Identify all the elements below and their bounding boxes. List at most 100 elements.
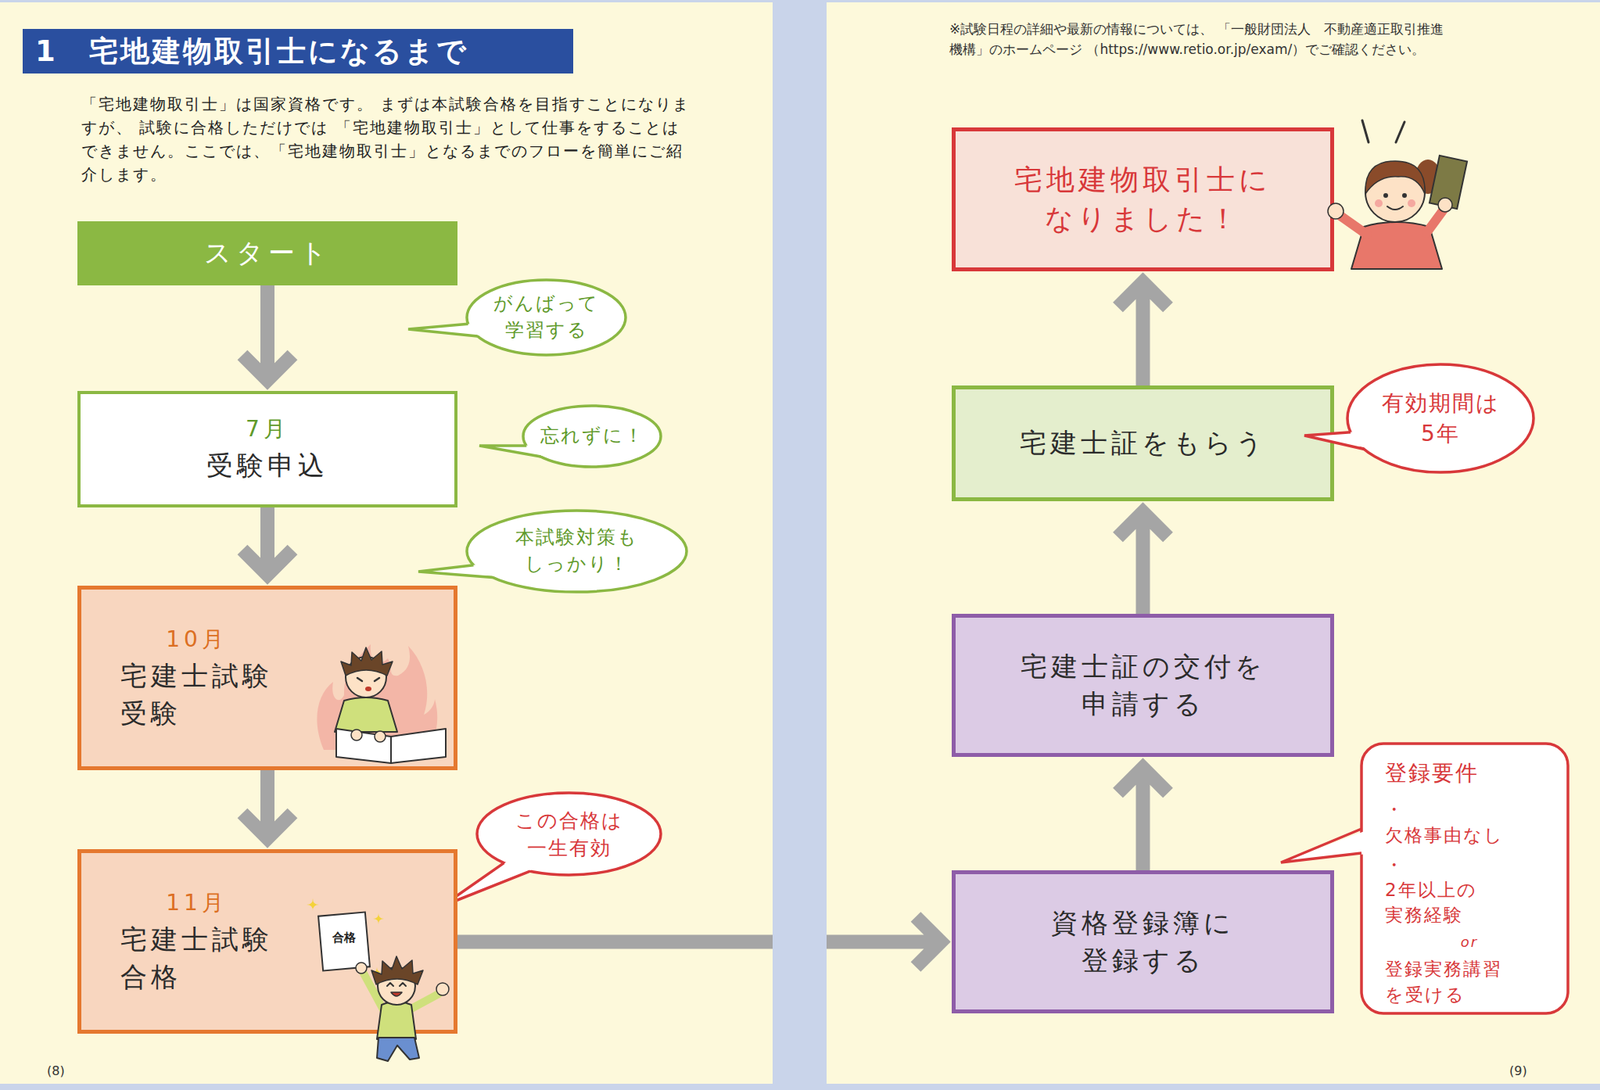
shirt — [334, 697, 398, 732]
page-number: (8) — [46, 1063, 94, 1079]
node-text: 有効期間は 5年 — [1381, 387, 1500, 449]
hair — [371, 956, 424, 985]
title-bar: 1 宅地建物取引士になるまで — [22, 28, 574, 74]
text-column: 11月宅建士試験 合格 — [120, 887, 273, 996]
node-content: スタート — [77, 221, 458, 286]
step-box: 資格登録簿に 登録する — [951, 870, 1335, 1014]
node-content: 宅建士証の交付を 申請する — [955, 617, 1331, 754]
flow-arrow — [457, 917, 941, 968]
eye — [387, 982, 394, 987]
speech-bubble: 忘れずに！ — [520, 403, 664, 470]
woman-illustration — [955, 131, 964, 140]
studying-boy-illustration — [81, 589, 90, 598]
node-content: 有効期間は 5年 — [1345, 362, 1536, 475]
pants — [376, 1037, 420, 1062]
bubble-outline — [466, 279, 626, 356]
bubble-outline — [1361, 743, 1568, 1014]
node-content: 忘れずに！ — [520, 403, 664, 470]
eye — [1383, 193, 1389, 198]
waving-hand — [1327, 203, 1344, 219]
hair — [340, 647, 393, 676]
emphasis-mark — [1395, 121, 1405, 143]
paper-text: 合格 — [324, 930, 364, 945]
passing-boy-illustration — [81, 853, 90, 861]
certificate-paper — [318, 912, 370, 972]
flow-arrow — [242, 285, 293, 381]
bubble-outline — [1347, 364, 1534, 473]
step-box: 宅建士証をもらう — [951, 385, 1335, 502]
bubble-outline — [477, 792, 661, 876]
node-content: 宅建士証をもらう — [955, 389, 1331, 498]
node-text: ・2年以上の 実務経験 — [1384, 852, 1478, 929]
heading-text: 10月 — [165, 624, 228, 655]
hand — [351, 729, 363, 741]
fist — [436, 982, 449, 996]
node-text: この合格は 一生有効 — [515, 807, 624, 862]
cheek — [1374, 199, 1383, 208]
arm — [1426, 209, 1444, 234]
heading-text: 11月 — [165, 887, 228, 919]
speech-bubble: 本試験対策も しっかり！ — [464, 508, 689, 595]
node-text: 資格登録簿に 登録する — [1051, 904, 1235, 980]
bubble-outline — [523, 405, 661, 467]
node-content: この合格は 一生有効 — [474, 790, 664, 878]
bubble-tail — [418, 565, 493, 578]
speech-bubble: がんばって 学習する — [464, 277, 628, 358]
heading-text: 7月 — [245, 413, 290, 445]
smile — [1387, 206, 1403, 210]
title-text: 1 宅地建物取引士になるまで — [35, 32, 469, 72]
node-content: 本試験対策も しっかり！ — [464, 508, 689, 595]
node-content: 11月宅建士試験 合格 — [81, 853, 454, 1030]
sparkle — [373, 913, 384, 925]
node-text: 本試験対策も しっかり！ — [515, 524, 639, 578]
bubble-shape — [464, 508, 689, 595]
eye — [399, 982, 406, 987]
bubble-tail — [1304, 432, 1365, 450]
node-text: 登録実務講習 を受ける — [1384, 956, 1503, 1007]
node-text: 宅建士試験 合格 — [120, 921, 273, 996]
arm — [409, 993, 439, 1010]
node-content: 登録要件・欠格事由なし・2年以上の 実務経験or登録実務講習 を受ける — [1359, 742, 1570, 1023]
book-spine — [390, 736, 392, 764]
node-text: 受験申込 — [206, 447, 329, 485]
sparkle — [306, 898, 320, 912]
cheek — [1407, 199, 1416, 208]
eye — [374, 678, 380, 682]
step-box: 宅建士証の交付を 申請する — [951, 613, 1335, 757]
page-gutter — [772, 0, 827, 1090]
node-text: 宅建士証をもらう — [1019, 424, 1267, 463]
hair — [1365, 161, 1425, 194]
eye — [1402, 193, 1407, 198]
node-text: or — [1460, 932, 1479, 952]
node-content: 10月宅建士試験 受験 — [81, 589, 454, 767]
node-content: 7月受験申込 — [80, 394, 455, 505]
flow-arrow — [242, 770, 293, 839]
node-text: 宅建士試験 受験 — [120, 657, 273, 732]
bubble-tail — [1280, 828, 1362, 863]
flow-arrow — [242, 507, 293, 575]
speech-bubble: 有効期間は 5年 — [1345, 362, 1536, 475]
step-box: 7月受験申込 — [77, 391, 458, 508]
bubble-tail — [479, 445, 542, 457]
flow-arrow — [1118, 282, 1169, 386]
node-text: がんばって 学習する — [493, 290, 600, 344]
open-book — [336, 728, 446, 764]
info-note: ※試験日程の詳細や最新の情報については、 「一般財団法人 不動産適正取引推進機構… — [949, 18, 1450, 61]
mouth — [391, 992, 402, 997]
hand — [374, 731, 386, 743]
step-box: 11月宅建士試験 合格 — [77, 849, 458, 1034]
flow-arrow — [1118, 767, 1169, 871]
bubble-outline — [466, 510, 687, 592]
bubble-shape — [474, 790, 664, 878]
page-number: (9) — [1509, 1063, 1557, 1079]
bubble-tail — [408, 323, 478, 337]
hand — [1438, 197, 1453, 212]
shirt — [376, 1001, 417, 1040]
intro-text: 「宅地建物取引士」は国家資格です。 まずは本試験合格を目指すことになりますが、 … — [81, 92, 692, 187]
node-text: 宅地建物取引士に なりました！ — [1014, 160, 1272, 240]
text-column: 10月宅建士試験 受験 — [120, 624, 273, 732]
goal-box: 宅地建物取引士に なりました！ — [951, 127, 1335, 272]
bubble-shape — [1345, 362, 1536, 475]
requirements-callout: 登録要件・欠格事由なし・2年以上の 実務経験or登録実務講習 を受ける — [1359, 742, 1570, 1023]
